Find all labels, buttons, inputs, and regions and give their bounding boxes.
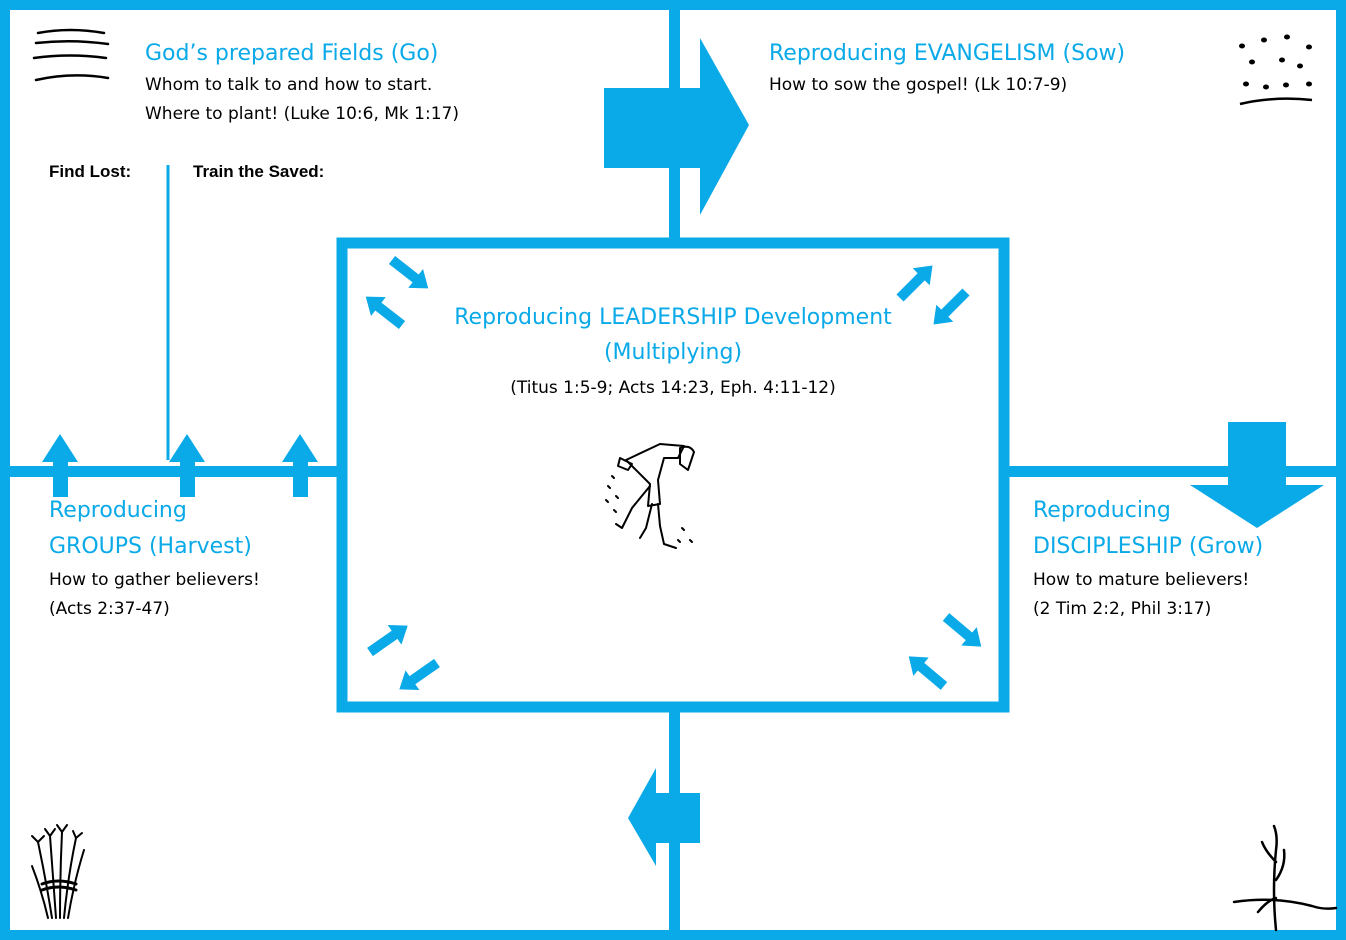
train-saved-label: Train the Saved: [193,162,325,181]
go-title: God’s prepared Fields (Go) [145,41,439,66]
grow-title-line2: DISCIPLESHIP (Grow) [1033,534,1264,559]
sprout-icon [1232,824,1338,932]
go-line2: Where to plant! (Luke 10:6, Mk 1:17) [145,104,459,124]
sow-line1: How to sow the gospel! (Lk 10:7-9) [769,75,1068,95]
furrows-icon [32,28,110,82]
arrow-diagonal-icon [367,624,408,657]
center-title-line1: Reproducing LEADERSHIP Development [454,305,892,330]
wheat-sheaf-icon [31,824,85,919]
arrow-up-icon [42,434,78,497]
arrow-diagonal-icon [388,256,429,289]
grow-title-line1: Reproducing [1033,498,1171,523]
harvest-title-line2: GROUPS (Harvest) [49,534,252,559]
seeds-icon [1239,34,1313,106]
arrow-diagonal-icon [942,613,982,647]
arrow-diagonal-icon [365,296,406,329]
divider-left [5,466,342,477]
grow-line1: How to mature believers! [1033,570,1250,590]
arrow-diagonal-icon [908,656,948,690]
arrow-left-icon [628,768,700,866]
find-lost-label: Find Lost: [49,162,132,181]
sow-title: Reproducing EVANGELISM (Sow) [769,41,1126,66]
arrow-up-icon [282,434,318,497]
arrow-right-icon [604,38,749,215]
divider-right [1004,466,1341,477]
arrow-diagonal-icon [933,288,970,325]
sower-icon [605,443,695,549]
center-box [336,237,1010,713]
harvest-line1: How to gather believers! [49,570,260,590]
grow-line2: (2 Tim 2:2, Phil 3:17) [1033,599,1212,619]
center-refs: (Titus 1:5-9; Acts 14:23, Eph. 4:11-12) [510,378,836,398]
arrow-diagonal-icon [896,265,933,302]
arrow-diagonal-icon [399,658,440,691]
harvest-line2: (Acts 2:37-47) [49,599,170,619]
arrow-up-icon [169,434,205,497]
arrow-down-icon [1190,422,1324,528]
go-line1: Whom to talk to and how to start. [145,75,433,95]
harvest-title-line1: Reproducing [49,498,187,523]
center-title-line2: (Multiplying) [603,340,743,365]
